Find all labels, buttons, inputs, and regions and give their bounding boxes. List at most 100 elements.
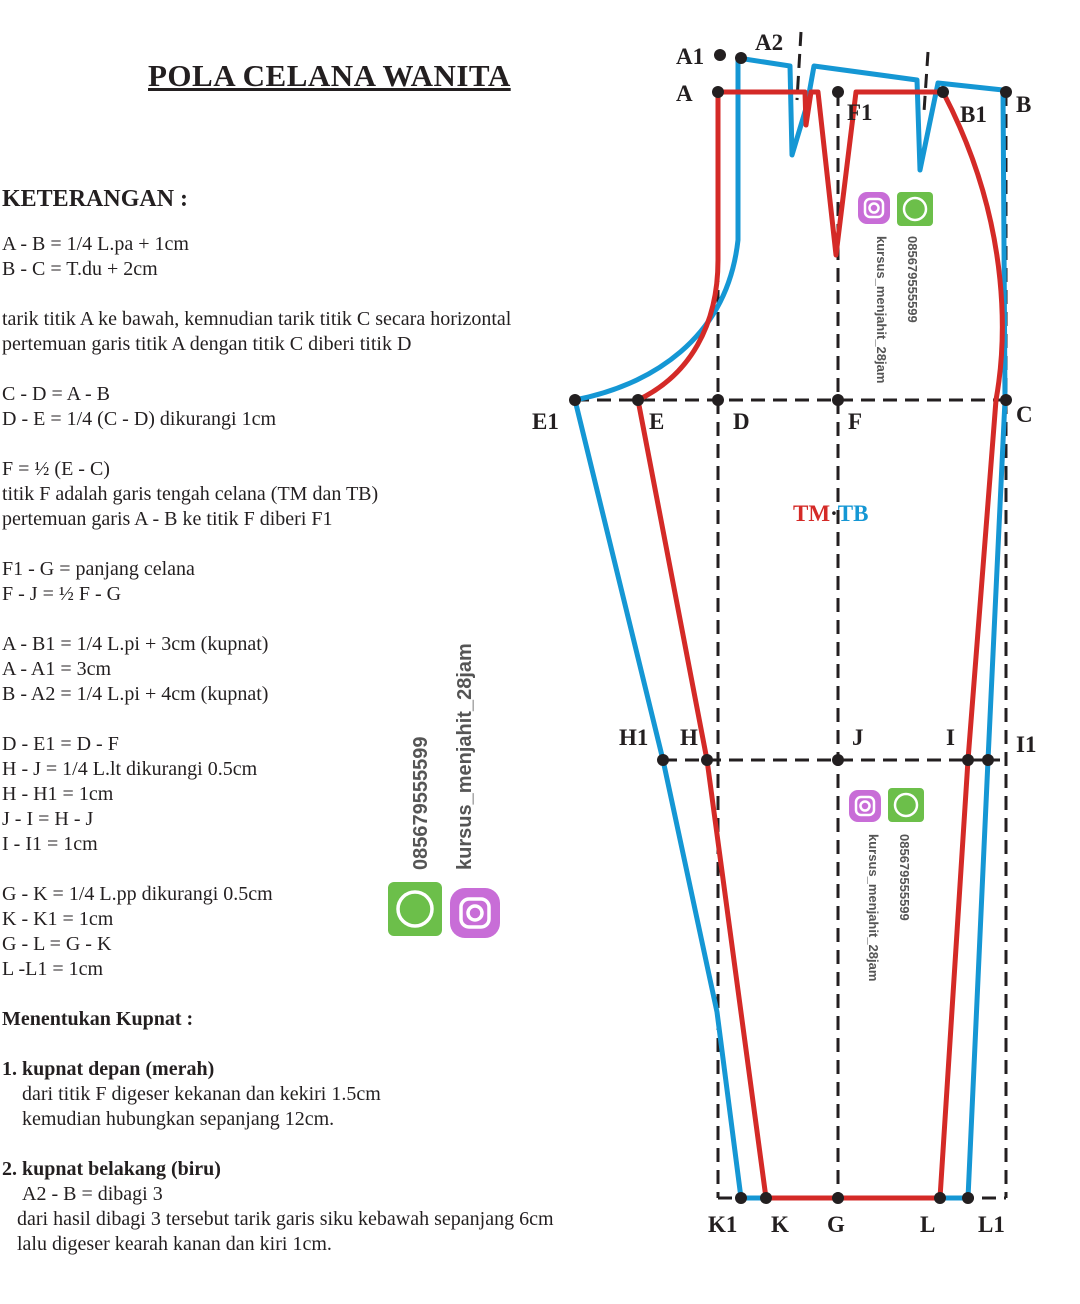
back-dart-line: lalu digeser kearah kanan dan kiri 1cm.	[17, 1233, 332, 1255]
point-a	[712, 86, 724, 98]
label-e: E	[649, 409, 664, 434]
center-label-separator: ·	[830, 501, 838, 526]
note-line: G - K = 1/4 L.pp dikurangi 0.5cm	[2, 883, 273, 905]
point-k1	[735, 1192, 747, 1204]
label-i1: I1	[1016, 732, 1036, 757]
dart-heading: Menentukan Kupnat :	[2, 1008, 194, 1030]
front-dart-line: kemudian hubungkan sepanjang 12cm.	[22, 1108, 335, 1130]
point-h1	[657, 754, 669, 766]
notes-heading: KETERANGAN :	[2, 186, 189, 212]
notes-panel: KETERANGAN : A - B = 1/4 L.pa + 1cm B - C…	[2, 184, 642, 1257]
watermark-phone: 085679555599	[905, 236, 920, 323]
center-label-back: TB	[838, 501, 869, 526]
front-pattern-outline	[635, 89, 1005, 1201]
label-a: A	[676, 81, 693, 106]
watermark-phone: 085679555599	[410, 737, 432, 870]
front-dart-line: dari titik F digeser kekanan dan kekiri …	[22, 1083, 381, 1105]
front-dart-title: 1. kupnat depan (merah)	[2, 1058, 215, 1080]
watermark-middle: 085679555599 kursus_menjahit_28jam	[849, 788, 924, 981]
note-line: G - L = G - K	[2, 933, 112, 955]
back-dart-line: A2 - B = dibagi 3	[22, 1183, 163, 1205]
note-line: A - A1 = 3cm	[2, 658, 112, 680]
watermark-handle: kursus_menjahit_28jam	[866, 834, 881, 981]
note-line: F1 - G = panjang celana	[2, 558, 195, 580]
point-b	[1000, 86, 1012, 98]
label-f1: F1	[847, 100, 873, 125]
point-l	[934, 1192, 946, 1204]
guide-line-dart-slash	[922, 51, 930, 113]
guide-line-a2-slash	[795, 31, 803, 101]
note-line: D - E = 1/4 (C - D) dikurangi 1cm	[2, 408, 277, 430]
watermark-handle: kursus_menjahit_28jam	[874, 236, 889, 383]
watermark-handle: kursus_menjahit_28jam	[454, 643, 476, 870]
note-line: H - J = 1/4 L.lt dikurangi 0.5cm	[2, 758, 258, 780]
point-f	[832, 394, 844, 406]
label-k: K	[771, 1212, 789, 1237]
label-c: C	[1016, 402, 1033, 427]
note-line: L -L1 = 1cm	[2, 958, 104, 980]
label-h1: H1	[619, 725, 648, 750]
label-j: J	[852, 725, 864, 750]
instagram-icon	[450, 888, 500, 938]
point-a1	[714, 49, 726, 61]
label-l1: L1	[978, 1212, 1005, 1237]
label-b: B	[1016, 92, 1031, 117]
point-i	[962, 754, 974, 766]
page-title: POLA CELANA WANITA	[148, 58, 511, 93]
note-line: H - H1 = 1cm	[2, 783, 114, 805]
watermark-left: 085679555599 kursus_menjahit_28jam	[388, 643, 500, 938]
note-line: I - I1 = 1cm	[2, 833, 98, 855]
note-line: tarik titik A ke bawah, kemnudian tarik …	[2, 308, 512, 330]
label-f: F	[848, 409, 862, 434]
instagram-icon	[849, 790, 881, 822]
label-b1: B1	[960, 102, 987, 127]
note-line: F - J = ½ F - G	[2, 583, 122, 605]
point-c	[1000, 394, 1012, 406]
back-dart-title: 2. kupnat belakang (biru)	[2, 1158, 221, 1180]
center-line-label: TM·TB	[793, 501, 868, 526]
center-label-front: TM	[793, 501, 830, 526]
whatsapp-icon	[897, 192, 933, 226]
label-d: D	[733, 409, 750, 434]
note-line: titik F adalah garis tengah celana (TM d…	[2, 483, 379, 505]
label-k1: K1	[708, 1212, 737, 1237]
whatsapp-icon	[388, 882, 442, 936]
note-line: pertemuan garis A - B ke titik F diberi …	[2, 508, 333, 530]
instagram-icon	[858, 192, 890, 224]
pattern-points	[569, 49, 1012, 1204]
note-line: A - B = 1/4 L.pa + 1cm	[2, 233, 189, 255]
note-line: B - C = T.du + 2cm	[2, 258, 158, 280]
note-line: A - B1 = 1/4 L.pi + 3cm (kupnat)	[2, 633, 269, 655]
note-line: C - D = A - B	[2, 383, 110, 405]
watermark-top: 085679555599 kursus_menjahit_28jam	[858, 192, 933, 383]
back-pattern-outline	[572, 55, 1008, 1201]
point-l1	[962, 1192, 974, 1204]
whatsapp-icon	[888, 788, 924, 822]
note-line: F = ½ (E - C)	[2, 458, 110, 480]
point-h	[701, 754, 713, 766]
label-g: G	[827, 1212, 845, 1237]
point-e1	[569, 394, 581, 406]
note-line: B - A2 = 1/4 L.pi + 4cm (kupnat)	[2, 683, 269, 705]
note-line: D - E1 = D - F	[2, 733, 119, 755]
label-a2: A2	[755, 30, 783, 55]
point-e	[632, 394, 644, 406]
label-l: L	[920, 1212, 935, 1237]
point-g	[832, 1192, 844, 1204]
note-line: pertemuan garis titik A dengan titik C d…	[2, 333, 412, 355]
label-h: H	[680, 725, 698, 750]
point-k	[760, 1192, 772, 1204]
note-line: J - I = H - J	[2, 808, 94, 830]
label-i: I	[946, 725, 955, 750]
point-b1	[937, 86, 949, 98]
back-dart-line: dari hasil dibagi 3 tersebut tarik garis…	[17, 1208, 554, 1230]
point-a2	[735, 52, 747, 64]
point-f1	[832, 86, 844, 98]
watermark-phone: 085679555599	[897, 834, 912, 921]
note-line: K - K1 = 1cm	[2, 908, 114, 930]
point-i1	[982, 754, 994, 766]
label-e1: E1	[532, 409, 559, 434]
guide-lines	[575, 31, 1008, 1200]
note-groups: A - B = 1/4 L.pa + 1cm B - C = T.du + 2cm…	[2, 232, 642, 1007]
